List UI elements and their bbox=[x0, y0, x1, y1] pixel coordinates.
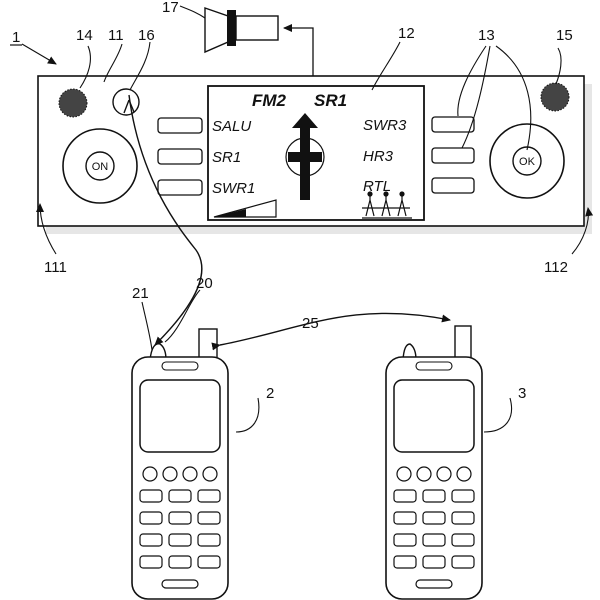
label-2: 2 bbox=[266, 385, 274, 402]
label-111: 111 bbox=[44, 259, 67, 276]
navigation-arrow-icon bbox=[285, 113, 325, 200]
preset-button-left-3[interactable] bbox=[157, 179, 203, 196]
display-right-item-1: SWR3 bbox=[363, 117, 407, 134]
display-right-item-3: RTL bbox=[363, 178, 391, 195]
label-13: 13 bbox=[478, 27, 495, 44]
phone-3-antenna bbox=[454, 325, 472, 360]
preset-button-right-3[interactable] bbox=[431, 177, 475, 194]
label-16: 16 bbox=[138, 27, 155, 44]
speaker-14-icon bbox=[59, 89, 87, 117]
mic-socket-16-icon[interactable] bbox=[112, 88, 140, 116]
wireless-link-25 bbox=[211, 312, 451, 351]
label-14: 14 bbox=[76, 27, 93, 44]
preset-button-right-2[interactable] bbox=[431, 147, 475, 164]
preset-button-left-2[interactable] bbox=[157, 148, 203, 165]
label-12: 12 bbox=[398, 25, 415, 42]
signal-strength-icon bbox=[213, 199, 277, 218]
label-17: 17 bbox=[162, 0, 179, 16]
label-11: 11 bbox=[108, 27, 124, 44]
on-knob[interactable]: ON bbox=[62, 128, 138, 204]
phone-3-screen bbox=[393, 379, 475, 453]
ok-knob[interactable]: OK bbox=[489, 123, 565, 199]
phone-2-screen bbox=[139, 379, 221, 453]
label-25: 25 bbox=[302, 315, 319, 332]
display-band: FM2 bbox=[252, 91, 287, 110]
ok-knob-label: OK bbox=[519, 156, 536, 168]
display-left-item-1: SALU bbox=[212, 118, 251, 135]
display-12: FM2 SR1 SALU SR1 SWR1 SWR3 HR3 RTL bbox=[207, 85, 425, 221]
display-left-item-3: SWR1 bbox=[212, 180, 255, 197]
label-3: 3 bbox=[518, 385, 526, 402]
speaker-15-icon bbox=[541, 83, 569, 111]
mobile-phone-2 bbox=[131, 328, 229, 600]
label-20: 20 bbox=[196, 275, 213, 292]
loudspeaker-17-icon bbox=[204, 7, 279, 54]
display-station: SR1 bbox=[314, 91, 347, 110]
label-15: 15 bbox=[556, 27, 573, 44]
preset-button-left-1[interactable] bbox=[157, 117, 203, 134]
label-112: 112 bbox=[544, 259, 568, 276]
display-left-item-2: SR1 bbox=[212, 149, 241, 166]
label-1: 1 bbox=[12, 29, 20, 46]
leader-lines bbox=[21, 5, 594, 433]
preset-button-right-1[interactable] bbox=[431, 116, 475, 133]
traffic-people-icon bbox=[362, 191, 412, 219]
display-right-item-2: HR3 bbox=[363, 148, 394, 165]
cable-20 bbox=[128, 94, 203, 346]
on-knob-label: ON bbox=[92, 161, 109, 173]
label-21: 21 bbox=[132, 285, 149, 302]
mobile-phone-3 bbox=[385, 325, 483, 600]
speaker-connection-line bbox=[283, 24, 314, 76]
phone-2-antenna bbox=[198, 328, 218, 360]
